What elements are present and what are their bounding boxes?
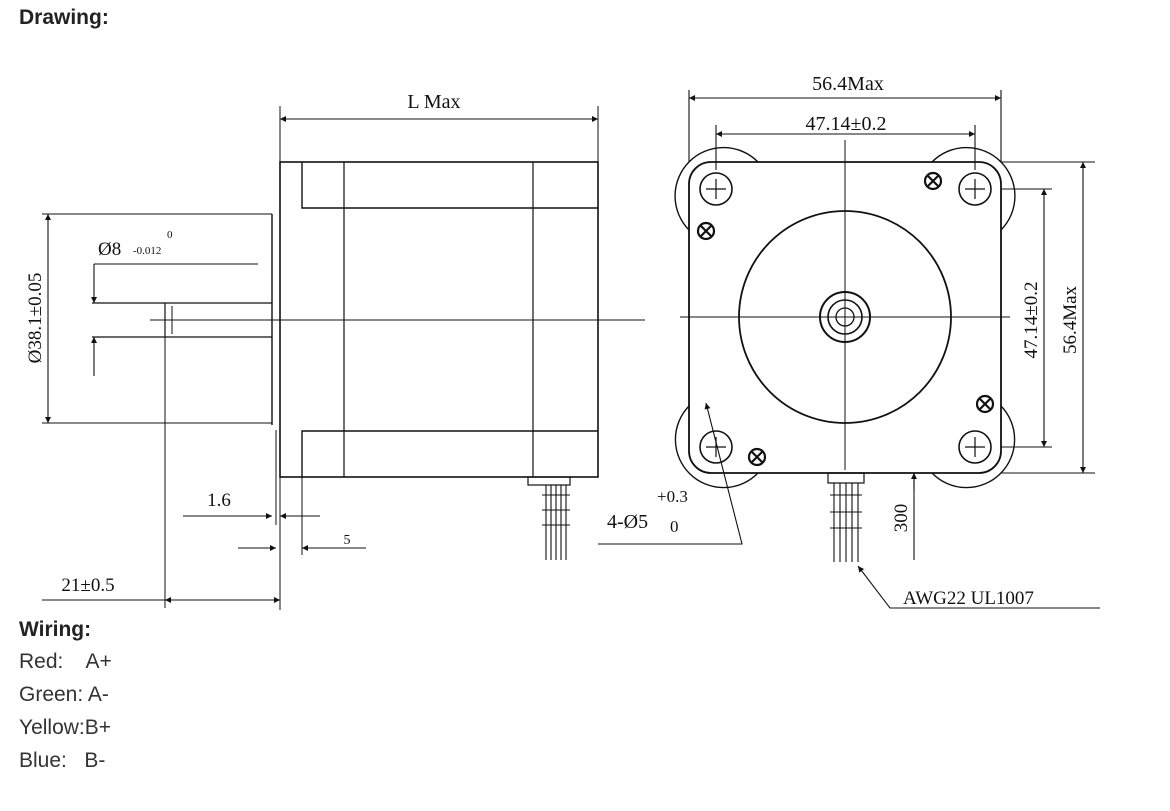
wire-signal: B- <box>84 749 106 772</box>
wire-signal: A+ <box>85 650 112 673</box>
wiring-row-red: Red: A+ <box>19 650 112 674</box>
wire-signal: B+ <box>84 716 112 739</box>
screw-br <box>975 394 995 414</box>
screw-tr <box>923 171 943 191</box>
screw-bl <box>747 447 767 467</box>
screw-tl <box>696 221 716 241</box>
wire-color: Green: <box>19 683 84 706</box>
wiring-row-green: Green: A- <box>19 683 109 707</box>
wire-color: Red: <box>19 650 64 673</box>
front-view <box>674 140 1016 562</box>
dim-hole-pitch-side: 47.14±0.2 <box>1021 282 1042 359</box>
mounting-hole-br <box>958 430 992 464</box>
dim-height-side: 56.4Max <box>1060 285 1081 354</box>
side-dimension-lines <box>42 116 598 603</box>
wiring-heading: Wiring: <box>19 618 92 641</box>
dim-hole-pitch-top: 47.14±0.2 <box>806 113 887 135</box>
wiring-row-blue: Blue: B- <box>19 749 105 773</box>
mounting-hole-tl <box>699 172 733 206</box>
motor-dimension-drawing: L Max Ø8 0 -0.012 Ø38.1±0.05 1.6 5 21±0.… <box>25 73 1100 610</box>
wire-color: Blue: <box>19 749 67 772</box>
dim-shaft-tol-upper: 0 <box>167 229 173 241</box>
dim-hole-tol-lower: 0 <box>670 517 679 536</box>
wiring-row-yellow: Yellow:B+ <box>19 716 111 740</box>
dim-hole-spec: 4-Ø5 <box>607 511 648 533</box>
dim-width-top: 56.4Max <box>812 73 884 95</box>
mounting-hole-bl <box>699 430 733 464</box>
dim-lead-length: 300 <box>891 504 912 533</box>
mounting-hole-tr <box>958 172 992 206</box>
wire-color: Yellow: <box>19 716 85 739</box>
drawing-heading: Drawing: <box>19 6 109 29</box>
dim-shaft-length: 21±0.5 <box>61 575 114 596</box>
dim-flange-offset: 1.6 <box>207 490 231 511</box>
dim-l-max: L Max <box>407 91 460 113</box>
side-view <box>42 106 645 610</box>
dim-pilot-depth: 5 <box>344 533 351 548</box>
dim-hole-tol-upper: +0.3 <box>657 487 688 506</box>
dim-shaft-dia: Ø8 <box>98 239 121 260</box>
dim-wire-spec: AWG22 UL1007 <box>903 588 1034 609</box>
front-dimension-lines <box>598 90 1100 609</box>
dim-shaft-tol-lower: -0.012 <box>133 245 161 257</box>
dim-pilot-dia: Ø38.1±0.05 <box>25 273 46 364</box>
wire-signal: A- <box>87 683 109 706</box>
